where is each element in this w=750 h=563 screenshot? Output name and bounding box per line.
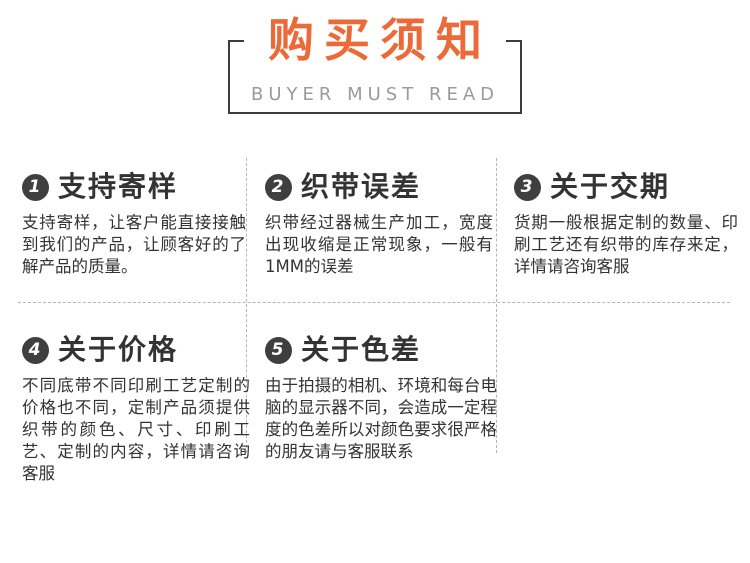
notice-body: 由于拍摄的相机、环境和每台电脑的显示器不同，会造成一定程度的色差所以对颜色要求很… bbox=[265, 376, 497, 461]
notice-title: 关于交期 bbox=[550, 170, 671, 203]
notice-title: 织带误差 bbox=[301, 170, 422, 203]
notice-body: 不同底带不同印刷工艺定制的价格也不同，定制产品须提供织带的颜色、尺寸、印刷工艺、… bbox=[22, 376, 250, 483]
notice-ribbon-tolerance: 2 织带误差 织带经过器械生产加工，宽度出现收缩是正常现象，一般有1MM的误差 bbox=[265, 171, 493, 278]
notice-header: 1 支持寄样 bbox=[22, 171, 246, 203]
header-subtitle: BUYER MUST READ bbox=[250, 84, 500, 105]
notice-header: 4 关于价格 bbox=[22, 334, 250, 366]
notice-header: 2 织带误差 bbox=[265, 171, 493, 203]
notice-body: 支持寄样，让客户能直接接触到我们的产品，让顾客好的了解产品的质量。 bbox=[22, 213, 246, 276]
vertical-divider-2 bbox=[496, 158, 497, 453]
notice-title: 关于价格 bbox=[58, 333, 179, 366]
number-4-icon: 4 bbox=[22, 336, 49, 364]
notice-title: 支持寄样 bbox=[58, 170, 179, 203]
number-5-icon: 5 bbox=[265, 336, 292, 364]
vertical-divider-1 bbox=[246, 158, 247, 453]
notice-sample-support: 1 支持寄样 支持寄样，让客户能直接接触到我们的产品，让顾客好的了解产品的质量。 bbox=[22, 171, 246, 278]
notice-color-difference: 5 关于色差 由于拍摄的相机、环境和每台电脑的显示器不同，会造成一定程度的色差所… bbox=[265, 334, 497, 463]
horizontal-divider bbox=[18, 302, 730, 303]
notice-pricing: 4 关于价格 不同底带不同印刷工艺定制的价格也不同，定制产品须提供织带的颜色、尺… bbox=[22, 334, 250, 485]
notice-delivery-time: 3 关于交期 货期一般根据定制的数量、印刷工艺还有织带的库存来定，详情请咨询客服 bbox=[514, 171, 738, 278]
notice-body: 织带经过器械生产加工，宽度出现收缩是正常现象，一般有1MM的误差 bbox=[265, 213, 493, 276]
notice-header: 3 关于交期 bbox=[514, 171, 738, 203]
notice-title: 关于色差 bbox=[301, 333, 422, 366]
number-1-icon: 1 bbox=[22, 173, 49, 201]
notice-header: 5 关于色差 bbox=[265, 334, 497, 366]
page-title: 购买须知 bbox=[244, 14, 506, 66]
number-3-icon: 3 bbox=[514, 173, 541, 201]
number-2-icon: 2 bbox=[265, 173, 292, 201]
notice-body: 货期一般根据定制的数量、印刷工艺还有织带的库存来定，详情请咨询客服 bbox=[514, 213, 738, 276]
